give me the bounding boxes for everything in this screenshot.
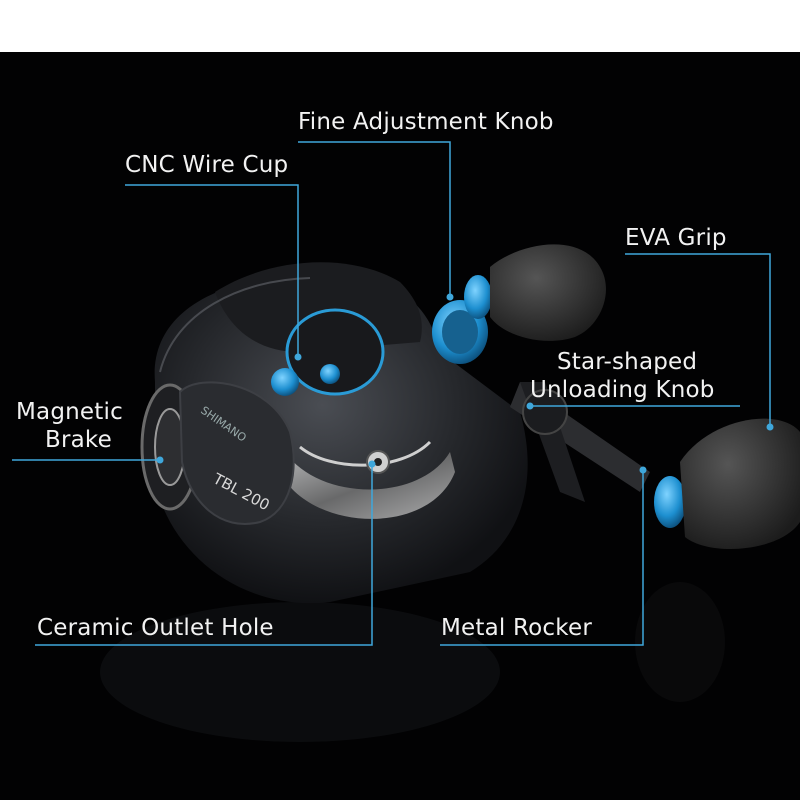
callout-magnetic-line2: Brake (45, 427, 112, 453)
callout-fine-adjustment-knob: Fine Adjustment Knob (298, 109, 554, 135)
callout-ceramic-outlet-hole: Ceramic Outlet Hole (37, 615, 274, 641)
callout-magnetic-line1: Magnetic (16, 399, 123, 425)
callout-star-shaped-line2: Unloading Knob (530, 377, 715, 403)
eva-grip-lower (654, 418, 800, 549)
product-photo: SHIMANO TBL 200 (0, 52, 800, 800)
baitcasting-reel-illustration: SHIMANO TBL 200 (100, 244, 800, 742)
callout-star-shaped-line1: Star-shaped (557, 349, 698, 375)
callout-metal-rocker: Metal Rocker (441, 615, 592, 641)
reel-reflection (100, 582, 725, 742)
eva-grip-upper (464, 244, 606, 341)
callout-eva-grip: EVA Grip (625, 225, 727, 251)
callout-cnc-wire-cup: CNC Wire Cup (125, 152, 289, 178)
